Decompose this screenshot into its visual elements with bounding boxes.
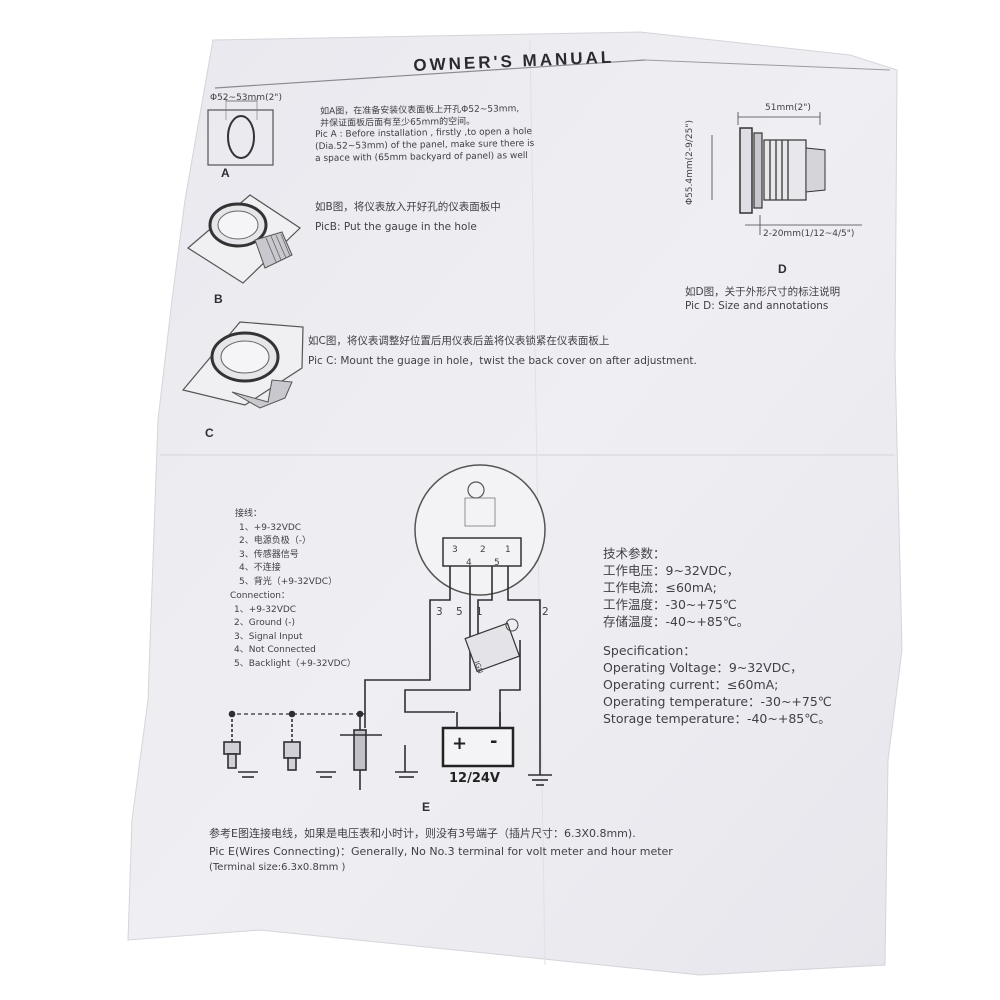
spec-cn-item: 工作温度：-30~+75℃ — [603, 597, 737, 612]
wire-label: 3 — [436, 606, 443, 618]
pic-d-text-cn: 如D图，关于外形尺寸的标注说明 — [685, 286, 841, 298]
pic-a-text-cn-2: 并保证面板后面有至少65mm的空间。 — [320, 116, 476, 129]
wiring-cn-item: 4、不连接 — [239, 563, 281, 573]
terminal-label: 1 — [505, 545, 511, 555]
battery-minus: - — [490, 731, 498, 752]
pic-e-label: E — [422, 800, 431, 814]
pic-c-label: C — [205, 426, 214, 440]
pic-b-text-cn: 如B图，将仪表放入开好孔的仪表面板中 — [315, 201, 501, 213]
wiring-en-heading: Connection： — [230, 591, 290, 601]
pic-a-drawing — [207, 98, 274, 166]
pic-b-label: B — [214, 292, 223, 306]
wire-label: 5 — [456, 606, 463, 618]
wiring-cn-item: 5、背光（+9-32VDC） — [239, 576, 338, 587]
pic-d-dim-depth: 2-20mm(1/12~4/5") — [763, 229, 855, 239]
title-rule-2 — [644, 59, 891, 71]
wiring-cn-item: 2、电源负极（-） — [239, 536, 311, 546]
pic-d-text-en: Pic D: Size and annotations — [685, 300, 829, 312]
pic-c-text-en: Pic C: Mount the guage in hole，twist the… — [308, 355, 697, 367]
pic-d-label: D — [778, 262, 787, 276]
terminal-label: 5 — [494, 558, 500, 568]
terminal-label: 4 — [466, 558, 472, 568]
wiring-en-item: 1、+9-32VDC — [234, 604, 297, 615]
spec-en-item: Operating Voltage：9~32VDC， — [603, 660, 803, 675]
wiring-en-item: 5、Backlight（+9-32VDC） — [234, 658, 356, 669]
pic-d-dim-height: Φ55.4mm(2-9/25") — [685, 119, 695, 205]
spec-cn-item: 存储温度：-40~+85℃。 — [603, 614, 750, 629]
pic-d-drawing — [711, 112, 862, 235]
pic-b-drawing — [186, 194, 301, 284]
spec-cn-heading: 技术参数： — [603, 546, 666, 561]
pic-e-drawing — [223, 464, 552, 790]
battery-plus: + — [452, 733, 468, 754]
pic-e-text-en-1: Pic E(Wires Connecting)：Generally, No No… — [209, 845, 673, 858]
spec-en-item: Storage temperature：-40~+85℃。 — [603, 711, 831, 726]
pic-b-text-en: PicB: Put the gauge in the hole — [315, 221, 477, 233]
wiring-list-cn: 接线： 1、+9-32VDC 2、电源负极（-） 3、传感器信号 4、不连接 5… — [235, 508, 337, 589]
spec-list-en: Specification： Operating Voltage：9~32VDC… — [603, 642, 832, 727]
spec-cn-item: 工作电压：9~32VDC， — [603, 563, 740, 578]
title-rule — [214, 59, 646, 89]
wiring-cn-heading: 接线： — [235, 509, 263, 519]
pic-a-label: A — [221, 166, 230, 180]
wiring-en-item: 2、Ground (-) — [234, 618, 295, 628]
terminal-label: 2 — [480, 545, 486, 555]
wiring-cn-item: 1、+9-32VDC — [239, 522, 302, 533]
wiring-cn-item: 3、传感器信号 — [239, 549, 299, 560]
spec-en-item: Operating temperature：-30~+75℃ — [603, 694, 832, 709]
pic-d-dim-width: 51mm(2") — [765, 103, 811, 113]
terminal-label: 3 — [452, 545, 458, 555]
spec-en-item: Operating current：≤60mA; — [603, 677, 779, 692]
battery-voltage-label: 12/24V — [449, 771, 500, 786]
spec-list-cn: 技术参数： 工作电压：9~32VDC， 工作电流：≤60mA; 工作温度：-30… — [603, 545, 749, 630]
pic-e-text-cn: 参考E图连接电线，如果是电压表和小时计，则没有3号端子（插片尺寸：6.3X0.8… — [209, 827, 636, 840]
wiring-en-item: 3、Signal Input — [234, 631, 303, 642]
pic-c-drawing — [181, 321, 304, 409]
wiring-list-en: Connection： 1、+9-32VDC 2、Ground (-) 3、Si… — [230, 590, 356, 671]
wire-label: 2 — [542, 606, 549, 618]
spec-en-heading: Specification： — [603, 643, 696, 658]
wiring-en-item: 4、Not Connected — [234, 645, 316, 655]
pic-c-text-cn: 如C图，将仪表调整好位置后用仪表后盖将仪表锁紧在仪表面板上 — [308, 335, 610, 347]
spec-cn-item: 工作电流：≤60mA; — [603, 580, 717, 595]
wire-label: 1 — [476, 606, 483, 618]
pic-e-text-en-2: (Terminal size:6.3x0.8mm ) — [209, 862, 346, 873]
pic-a-dimension: Φ52~53mm(2") — [210, 93, 282, 103]
